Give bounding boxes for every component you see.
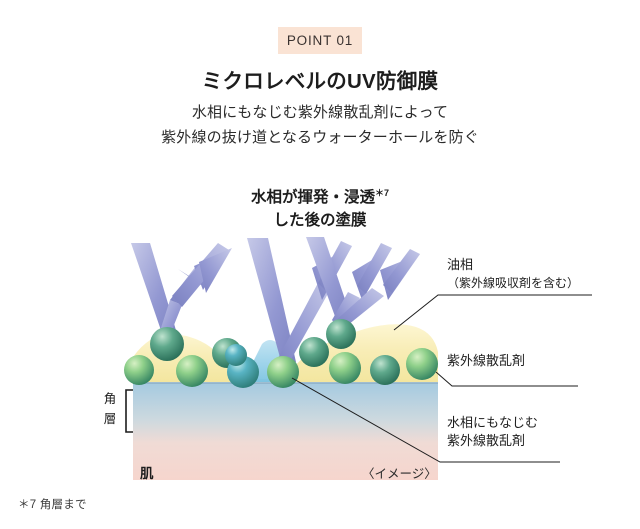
subtitle-line-2: 紫外線の抜け道となるウォーターホールを防ぐ [161, 129, 479, 146]
particle [150, 327, 184, 361]
diagram-caption-footnote-marker: ＊7 [375, 188, 390, 198]
label-uv-scattering-agent: 紫外線散乱剤 [447, 353, 526, 368]
uv-ray-arrow-right [306, 237, 420, 330]
label-oil-phase-main: 油相 [447, 257, 474, 272]
particle-target [406, 348, 438, 380]
particle-water-compatible [225, 344, 247, 366]
callout-leader-lines [125, 294, 592, 463]
leader-uv-scatter [435, 371, 578, 387]
label-water-compatible-line-2: 紫外線散乱剤 [447, 433, 526, 448]
label-horny-layer: 角 層 [101, 389, 119, 429]
particle [329, 352, 361, 384]
particle [124, 355, 154, 385]
label-horny-layer-char-2: 層 [103, 412, 117, 426]
point-badge: POINT 01 [278, 27, 362, 54]
page-subtitle: 水相にもなじむ紫外線散乱剤によって 紫外線の抜け道となるウォーターホールを防ぐ [0, 100, 640, 150]
diagram-caption-line-1: 水相が揮発・浸透＊7 [0, 182, 640, 209]
diagram-caption-line-2: した後の塗膜 [273, 212, 367, 230]
label-image-note: 〈イメージ〉 [362, 467, 437, 481]
uv-scattering-particles [124, 319, 438, 388]
page-title: ミクロレベルのUV防御膜 [201, 70, 439, 93]
label-water-compatible-line-1: 水相にもなじむ [447, 415, 539, 430]
leader-oil-phase [393, 294, 592, 331]
particle [326, 319, 356, 349]
label-skin: 肌 [140, 466, 154, 481]
label-water-compatible-agent: 水相にもなじむ 紫外線散乱剤 [447, 414, 538, 450]
particle-water-compatible-target [267, 356, 299, 388]
diagram-caption: 水相が揮発・浸透＊7 した後の塗膜 [0, 182, 640, 232]
uv-ray-arrow-center [247, 238, 352, 372]
particle [370, 355, 400, 385]
diagram-caption-text: 水相が揮発・浸透 [250, 189, 375, 207]
uv-ray-arrow-left [131, 243, 232, 345]
label-oil-phase-sub: （紫外線吸収剤を含む） [447, 276, 580, 290]
label-oil-phase: 油相 （紫外線吸収剤を含む） [447, 256, 579, 292]
horny-layer-bracket [125, 389, 133, 433]
particle [299, 337, 329, 367]
label-horny-layer-char-1: 角 [103, 392, 117, 406]
leader-water-scatter [291, 377, 560, 463]
footnote: ＊7 角層まで [18, 499, 87, 511]
subtitle-line-1: 水相にもなじむ紫外線散乱剤によって [191, 104, 449, 121]
particle [176, 355, 208, 387]
